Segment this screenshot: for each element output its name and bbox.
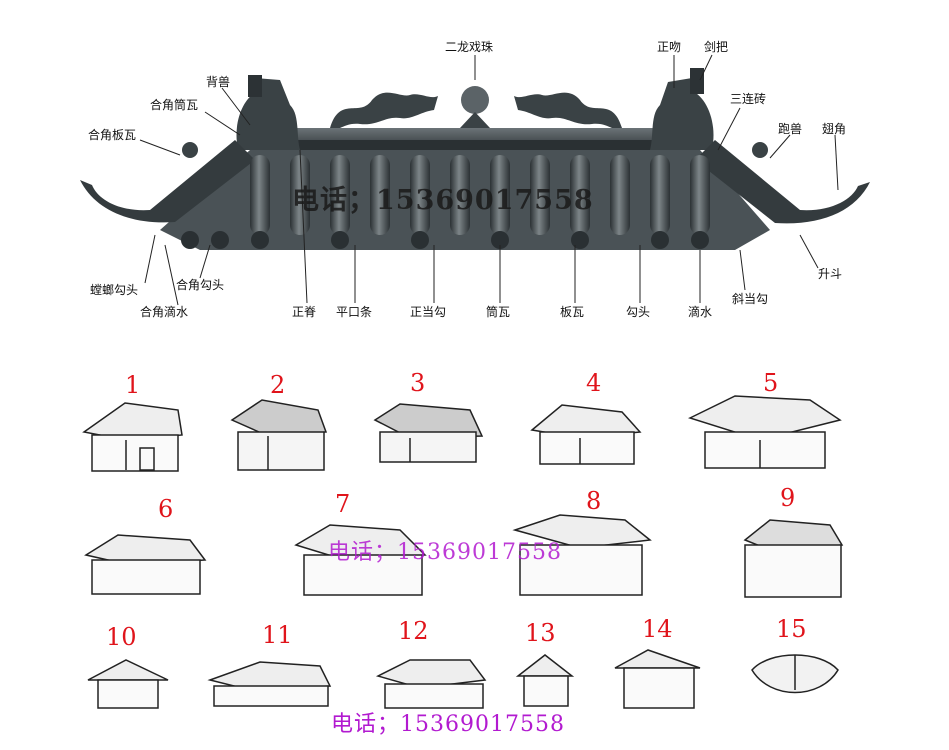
label-hejiao-tongwa: 合角筒瓦 [150,98,198,112]
building-1 [84,403,182,471]
label-banwa: 板瓦 [560,305,584,319]
label-jianba: 剑把 [704,40,728,54]
building-4 [532,405,640,464]
building-number-11: 11 [262,622,293,648]
building-3 [375,404,482,462]
building-illustrations [84,396,840,471]
label-tongwa: 筒瓦 [486,305,510,319]
left-ridge-ornament [237,75,300,150]
label-goutou: 勾头 [626,305,650,319]
label-hejiao-dishui: 合角滴水 [140,305,188,319]
building-number-12: 12 [398,618,429,644]
label-zhengwen: 正吻 [657,40,681,54]
building-6 [86,535,205,594]
label-sanlianzhuan: 三连砖 [730,92,766,106]
building-number-6: 6 [158,496,173,522]
label-paoshou: 跑兽 [778,122,802,136]
building-14 [615,650,700,708]
building-10 [88,660,168,708]
building-number-10: 10 [106,624,137,650]
building-2 [232,400,326,470]
building-number-4: 4 [586,370,601,396]
two-dragons-pearl-ornament [330,86,622,128]
building-11 [210,662,330,706]
label-dishui: 滴水 [688,305,712,319]
building-12 [378,660,485,708]
label-zhengji: 正脊 [292,305,316,319]
right-ridge-ornament [650,68,713,150]
phone-watermark-2: 电话；15369017558 [328,534,562,566]
building-number-2: 2 [270,372,285,398]
label-xiedanggou: 斜当勾 [732,292,768,306]
label-hejiao-banwa: 合角板瓦 [88,128,136,142]
building-number-3: 3 [410,370,425,396]
label-erlong-xizhu: 二龙戏珠 [445,40,493,54]
phone-watermark-3: 电话；15369017558 [331,706,565,738]
label-zhengdanggou: 正当勾 [410,305,446,319]
building-13 [518,655,572,706]
building-5 [690,396,840,468]
building-number-5: 5 [763,370,778,396]
phone-watermark-1: 电话；15369017558 [292,178,594,217]
label-beishou: 背兽 [206,75,230,89]
building-number-9: 9 [780,485,795,511]
building-number-15: 15 [776,616,807,642]
building-number-13: 13 [525,620,556,646]
label-tanglang-goutou: 螳螂勾头 [90,283,138,297]
building-number-1: 1 [125,372,140,398]
building-number-7: 7 [335,491,350,517]
label-hejiao-goutou: 合角勾头 [176,278,224,292]
building-number-14: 14 [642,616,673,642]
building-number-8: 8 [586,488,601,514]
building-9 [745,520,842,597]
label-shengdou: 升斗 [818,267,842,281]
building-illustrations-row-3 [88,650,838,708]
label-pingkoutiao: 平口条 [336,305,372,319]
building-15 [752,655,838,693]
label-chijiao: 翅角 [822,122,846,136]
